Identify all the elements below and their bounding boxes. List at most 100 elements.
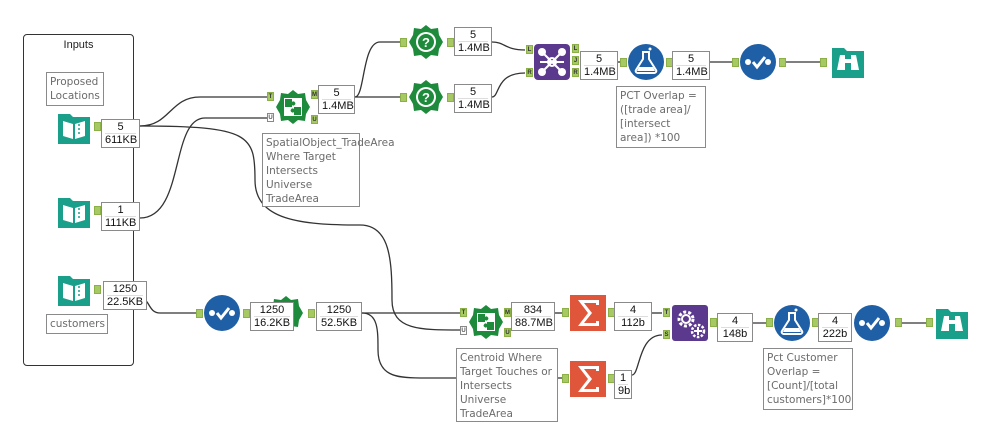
append-fields-tool[interactable]	[672, 305, 708, 341]
target-input-anchor[interactable]: T	[663, 308, 670, 317]
book-icon	[58, 198, 90, 228]
output-anchor[interactable]	[243, 309, 250, 318]
match-output-anchor[interactable]: M	[311, 90, 318, 99]
universe-input-anchor[interactable]: U	[460, 326, 467, 335]
question-icon: ?	[409, 80, 443, 114]
output-anchor[interactable]	[308, 309, 315, 318]
left-output-anchor[interactable]: L	[572, 44, 579, 53]
sigma-icon	[570, 295, 606, 331]
wire-filter2-join	[491, 72, 526, 98]
annotation-spatial-match-2: Centroid Where Target Touches or Interse…	[456, 348, 558, 422]
target-input-anchor[interactable]: T	[460, 308, 467, 317]
input-anchor[interactable]	[400, 38, 407, 47]
output-anchor[interactable]	[94, 206, 101, 215]
check-icon	[204, 295, 240, 331]
book-icon	[58, 276, 90, 306]
formula-tool-2[interactable]	[774, 305, 810, 341]
binoculars-icon	[832, 48, 864, 78]
input-anchor[interactable]	[562, 308, 569, 317]
wire-spatialinfo-sum2	[361, 312, 565, 379]
input-anchor[interactable]	[732, 58, 739, 67]
input-anchor[interactable]	[400, 93, 407, 102]
annotation-spatial-match-1: SpatialObject_TradeArea Where Target Int…	[262, 133, 395, 207]
wire-sum2-append	[631, 334, 663, 376]
wire-input1-spatial1-target	[139, 96, 268, 127]
flask-icon	[774, 305, 810, 341]
output-anchor[interactable]	[94, 122, 101, 131]
input-anchor[interactable]	[620, 58, 627, 67]
output-anchor[interactable]	[447, 93, 454, 102]
input-data-tool-proposed-locations[interactable]	[56, 110, 92, 146]
inputs-container[interactable]: Inputs	[23, 34, 134, 366]
annotation-formula-pct-overlap: PCT Overlap = ([trade area]/ [intersect …	[616, 86, 706, 148]
check-icon	[740, 44, 776, 80]
sigma-icon	[570, 361, 606, 397]
filter-tool-1[interactable]: ?	[408, 24, 444, 60]
output-anchor[interactable]	[779, 58, 786, 67]
question-icon: ?	[409, 25, 443, 59]
container-title: Inputs	[63, 39, 94, 51]
universe-input-anchor[interactable]: U	[267, 113, 274, 122]
check-icon	[854, 305, 890, 341]
input-anchor[interactable]	[926, 318, 933, 327]
input-data-tool-2[interactable]	[56, 194, 92, 230]
right-input-anchor[interactable]: R	[526, 68, 533, 77]
summarize-tool-1[interactable]	[570, 295, 606, 331]
browse-tool-2[interactable]	[934, 305, 970, 341]
input-anchor[interactable]	[820, 58, 827, 67]
wire-input2-spatial1-universe	[139, 117, 268, 219]
input-anchor[interactable]	[562, 374, 569, 383]
join-tool[interactable]	[534, 44, 570, 80]
svg-text:?: ?	[422, 90, 430, 105]
input-data-tool-customers[interactable]	[56, 272, 92, 308]
puzzle-icon	[276, 90, 310, 124]
summarize-tool-2[interactable]	[570, 361, 606, 397]
target-input-anchor[interactable]: T	[267, 92, 274, 101]
right-output-anchor[interactable]: R	[572, 68, 579, 77]
svg-text:?: ?	[422, 35, 430, 50]
output-anchor[interactable]	[895, 318, 902, 327]
puzzle-icon	[469, 305, 503, 339]
browse-tool-1[interactable]	[830, 44, 866, 80]
left-input-anchor[interactable]: L	[526, 45, 533, 54]
input-anchor[interactable]	[766, 318, 773, 327]
wire-spatial1-filter1	[354, 41, 400, 98]
join-icon	[534, 44, 570, 80]
flask-icon	[628, 44, 664, 80]
annotation-formula-pct-customer: Pct Customer Overlap = [Count]/[total cu…	[763, 348, 853, 410]
binoculars-icon	[936, 309, 968, 339]
match-output-anchor[interactable]: M	[504, 308, 511, 317]
select-tool-3[interactable]	[854, 305, 890, 341]
select-tool-2[interactable]	[204, 295, 240, 331]
filter-tool-2[interactable]: ?	[408, 79, 444, 115]
output-anchor[interactable]	[447, 38, 454, 47]
source-input-anchor[interactable]: S	[663, 330, 670, 339]
output-anchor[interactable]	[710, 318, 717, 327]
unmatched-output-anchor[interactable]: U	[311, 115, 318, 124]
spatial-match-tool-1[interactable]	[275, 89, 311, 125]
book-icon	[58, 114, 90, 144]
wire-filter1-join	[491, 41, 526, 51]
formula-tool-1[interactable]	[628, 44, 664, 80]
wire-input3-select2	[139, 297, 200, 314]
annotation-proposed-locations: Proposed Locations	[46, 72, 104, 106]
unmatched-output-anchor[interactable]: U	[504, 328, 511, 337]
input-anchor[interactable]	[196, 309, 203, 318]
join-output-anchor[interactable]: J	[572, 56, 579, 65]
select-tool-1[interactable]	[740, 44, 776, 80]
spatial-match-tool-2[interactable]	[468, 304, 504, 340]
output-anchor[interactable]	[94, 285, 101, 294]
